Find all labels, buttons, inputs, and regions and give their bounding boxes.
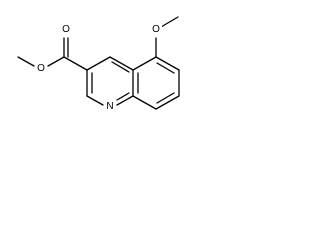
ring-nitrogen-mask (104, 98, 116, 112)
bond-c3-c4 (86, 56, 111, 71)
bond-c8a-n1 (116, 95, 134, 106)
bond-c5-c6 (155, 56, 180, 71)
carbonyl-oxygen-label: O (62, 24, 70, 35)
bond-methyl-ester-oxygen (17, 56, 35, 67)
bond-lines (17, 16, 180, 110)
bond-c8-c8a (132, 95, 157, 110)
bond-ester-oxygen-carbonyl-carbon (47, 56, 65, 67)
ester-oxygen-label: O (37, 63, 45, 74)
methoxy-oxygen-label: O (152, 24, 160, 35)
bond-c7-c8-inner (156, 92, 175, 104)
bond-c7-c8 (155, 95, 180, 110)
bond-c4-c4a (109, 56, 134, 71)
ester-oxygen-mask (35, 60, 47, 74)
bond-c4-c4a-inner (111, 61, 130, 73)
bond-c8a-n1-inner (116, 92, 130, 101)
ring-nitrogen-label: N (106, 101, 113, 112)
bond-methoxy-oxygen-methyl (160, 16, 179, 28)
molecule-structure-diagram: O O O N (17, 16, 180, 112)
bond-c4a-c5 (132, 56, 157, 71)
bond-n1-c2 (86, 95, 104, 106)
atom-labels: O O O N (35, 21, 162, 112)
carbonyl-oxygen-mask (60, 21, 72, 35)
bond-carbonyl-carbon-c3 (63, 56, 88, 71)
bond-c5-c6-inner (156, 62, 175, 74)
methoxy-oxygen-mask (150, 21, 162, 35)
